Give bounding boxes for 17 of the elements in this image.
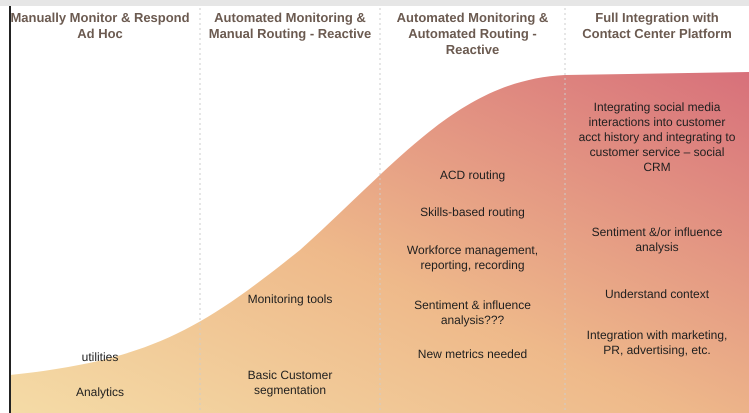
stage-item-text: utilities xyxy=(20,350,180,365)
stage-item-text: Analytics xyxy=(20,385,180,400)
stage-item-text: Basic Customer segmentation xyxy=(210,368,370,398)
stage-item-text: New metrics needed xyxy=(395,347,550,362)
column-heading: Full Integration with Contact Center Platform xyxy=(581,10,733,42)
column-heading: Manually Monitor & Respond Ad Hoc xyxy=(9,10,191,42)
stage-item-text: Monitoring tools xyxy=(210,292,370,307)
stage-item-text: Sentiment & influence analysis??? xyxy=(395,298,550,328)
stage-item-text: Integrating social media interactions into customer acct history and integrating to customer service – social CRM xyxy=(577,100,737,175)
stage-item-text: Sentiment &/or influence analysis xyxy=(577,225,737,255)
stage-item-text: Skills-based routing xyxy=(395,205,550,220)
column-heading: Automated Monitoring & Automated Routing - Reactive xyxy=(396,10,550,58)
stage-item-text: ACD routing xyxy=(395,168,550,183)
stage-item-text: Understand context xyxy=(577,287,737,302)
column-heading: Automated Monitoring & Manual Routing - Reactive xyxy=(208,10,372,42)
stage-item-text: Workforce management, reporting, recording xyxy=(395,243,550,273)
stage-item-text: Integration with marketing, PR, advertising, etc. xyxy=(577,328,737,358)
